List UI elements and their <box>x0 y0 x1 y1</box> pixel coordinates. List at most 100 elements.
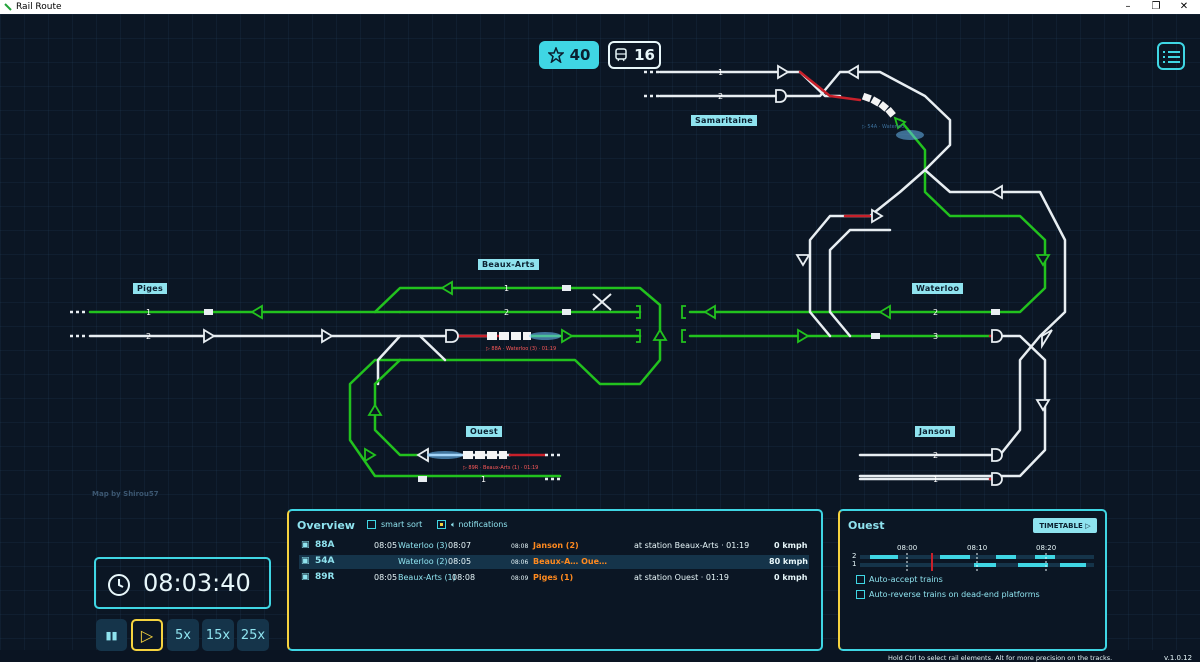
timetable-button[interactable]: TIMETABLE ▷ <box>1033 518 1097 533</box>
overview-title: Overview <box>297 519 355 532</box>
status: at station Beaux-Arts · 01:19 <box>634 541 750 550</box>
score-pill[interactable]: 40 <box>539 41 599 69</box>
departure-time: 08:05 <box>374 541 398 550</box>
track-number: 1 <box>933 475 939 484</box>
speaker-icon: 🔈︎ <box>451 520 459 529</box>
auto-accept-checkbox[interactable] <box>856 575 865 584</box>
train-icon <box>615 48 627 62</box>
signal-piges-1 <box>250 304 263 320</box>
track-number: 2 <box>933 451 939 460</box>
next-time: 08:08 <box>511 543 529 550</box>
game-clock: 08:03:40 <box>94 557 271 609</box>
pause-button[interactable]: ▮▮ <box>96 619 127 651</box>
origin: Waterloo (2) <box>398 557 448 566</box>
track-number: 2 <box>933 308 939 317</box>
train-id: 88A <box>315 540 335 550</box>
train-88a[interactable] <box>487 332 561 340</box>
track-loop-ouest-inner <box>373 382 422 457</box>
buffer-ba-1 <box>636 305 641 319</box>
timetable-chart[interactable] <box>860 553 1096 571</box>
signal-piges-2 <box>203 328 216 344</box>
train-tag-54a: ▷ 54A · Waterloo <box>862 124 905 130</box>
next-time: 08:09 <box>511 575 529 582</box>
platform-marker <box>991 309 1000 315</box>
star-icon <box>547 47 564 63</box>
train-54a[interactable] <box>861 92 924 140</box>
overview-row[interactable]: ▣ 54A Waterloo (2) 08:05 08:06 Beaux-A… … <box>299 555 809 569</box>
speed-5x-button[interactable]: 5x <box>167 619 199 651</box>
track-samaritaine-red <box>798 70 862 102</box>
track-wat-white-outer <box>828 228 892 338</box>
station-ouest[interactable]: Ouest <box>466 426 503 437</box>
play-icon: ▷ <box>140 625 154 645</box>
signal-ba-3 <box>561 328 574 344</box>
controls-hint: Hold Ctrl to select rail elements. Alt f… <box>888 654 1113 662</box>
platform-marker <box>562 309 571 315</box>
notifications-text: notifications <box>458 520 508 529</box>
platform-marker <box>418 476 427 482</box>
signal-ba-2-left <box>321 328 334 344</box>
signal-sam-top <box>990 184 1003 200</box>
signal-sam-in <box>871 208 884 224</box>
rail-map[interactable] <box>0 14 1200 650</box>
signal-ba-1 <box>440 280 453 296</box>
track-number: 1 <box>718 68 724 77</box>
arrival-time: 08:05 <box>448 557 472 566</box>
track-beauxarts-1 <box>373 286 662 386</box>
station-piges[interactable]: Piges <box>133 283 168 294</box>
station-waterloo[interactable]: Waterloo <box>912 283 964 294</box>
clock-icon <box>108 574 130 596</box>
track-number: 2 <box>504 308 510 317</box>
train-id: 54A <box>315 556 335 566</box>
timeline-track-label: 2 <box>852 552 857 560</box>
speed: 0 kmph <box>774 541 808 550</box>
train-icon: ▣ <box>301 556 310 566</box>
station-beaux-arts[interactable]: Beaux-Arts <box>478 259 539 270</box>
signal-d-jan1 <box>991 472 1003 486</box>
signal-sam-green <box>893 116 907 130</box>
origin: Waterloo (3) <box>398 541 448 550</box>
close-button[interactable]: ✕ <box>1179 1 1189 12</box>
next-stop: Janson (2) <box>533 541 579 550</box>
notifications-label: 🔈︎ notifications <box>451 520 508 530</box>
trains-pill[interactable]: 16 <box>608 41 661 69</box>
track-number: 1 <box>481 475 487 484</box>
signal-d-ba <box>445 329 459 343</box>
departure-time: 08:05 <box>374 573 398 582</box>
menu-list-button[interactable] <box>1157 42 1185 70</box>
timeline-tick: 08:10 <box>967 544 988 552</box>
signal-wat-3 <box>797 328 810 344</box>
signal-d-sam2 <box>775 89 787 103</box>
play-button[interactable]: ▷ <box>131 619 163 651</box>
train-89r[interactable] <box>427 451 507 459</box>
platform-marker <box>204 309 213 315</box>
speed-15x-button[interactable]: 15x <box>202 619 234 651</box>
buffer-wat-2 <box>681 305 686 319</box>
restore-button[interactable]: ❐ <box>1151 1 1161 12</box>
arrival-time: 08:07 <box>448 541 472 550</box>
buffer-wat-3 <box>681 329 686 343</box>
platform-marker <box>871 333 880 339</box>
speed-25x-button[interactable]: 25x <box>237 619 269 651</box>
notifications-checkbox[interactable] <box>437 520 446 529</box>
track-number: 3 <box>933 332 939 341</box>
track-number: 1 <box>504 284 510 293</box>
speed: 80 kmph <box>769 557 808 566</box>
status: at station Ouest · 01:19 <box>634 573 729 582</box>
train-icon: ▣ <box>301 572 310 582</box>
train-id: 89R <box>315 572 335 582</box>
station-samaritaine[interactable]: Samaritaine <box>691 115 757 126</box>
signal-sam-1 <box>777 64 790 80</box>
station-janson[interactable]: Janson <box>915 426 955 437</box>
auto-reverse-checkbox[interactable] <box>856 590 865 599</box>
overview-row[interactable]: ▣ 89R 08:05 Beaux-Arts (1) 08:08 08:09 P… <box>299 571 809 585</box>
signal-ba-right <box>652 328 668 341</box>
arrival-time: 08:08 <box>452 573 476 582</box>
track-number: 2 <box>146 332 152 341</box>
game-viewport[interactable]: 40 16 Samaritaine Beaux-Arts Piges Water… <box>0 14 1200 662</box>
cross-ba <box>592 293 612 311</box>
overview-row[interactable]: ▣ 88A 08:05 Waterloo (3) 08:07 08:08 Jan… <box>299 539 809 553</box>
smart-sort-checkbox[interactable] <box>367 520 376 529</box>
signal-sam-out <box>846 64 859 80</box>
minimize-button[interactable]: – <box>1125 1 1131 12</box>
